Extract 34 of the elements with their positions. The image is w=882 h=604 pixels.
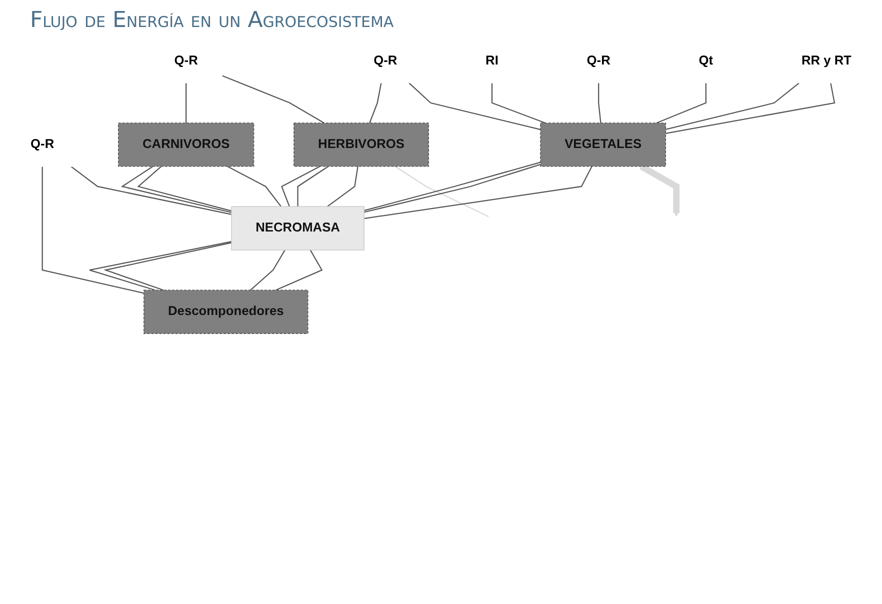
node-text: Qt [698, 54, 714, 68]
node-text: Q-R [30, 137, 54, 152]
node-box: CARNIVOROS [118, 122, 254, 167]
node-box: VEGETALES [540, 122, 666, 167]
connector [297, 166, 329, 207]
node-box: NECROMASA [231, 206, 364, 250]
connector [186, 82, 187, 123]
connector [42, 166, 144, 294]
connector [364, 166, 592, 220]
connector [137, 166, 232, 212]
node-text: Q-R [586, 54, 610, 68]
connector [394, 166, 489, 218]
node-text: RI [486, 54, 498, 68]
node-box: HERBIVOROS [294, 122, 429, 167]
connector [369, 82, 382, 124]
connector [70, 166, 232, 215]
connector [222, 75, 324, 124]
connector [276, 250, 323, 291]
connector [656, 82, 706, 124]
connector [666, 82, 836, 134]
node-text: Q-R [174, 54, 198, 68]
node-text: Q-R [374, 54, 398, 68]
node-box: Descomponedores [144, 290, 308, 334]
node-text: RR y RT [801, 54, 852, 68]
connector [120, 166, 232, 214]
connector [491, 82, 546, 124]
connector [281, 166, 320, 207]
connector [408, 82, 541, 130]
connector [666, 82, 800, 130]
diagram-title: Flujo de Energía en un Agroecosistema [30, 8, 394, 33]
connector [227, 166, 282, 207]
connector [250, 250, 286, 291]
connector [598, 82, 602, 124]
connector [327, 166, 358, 208]
